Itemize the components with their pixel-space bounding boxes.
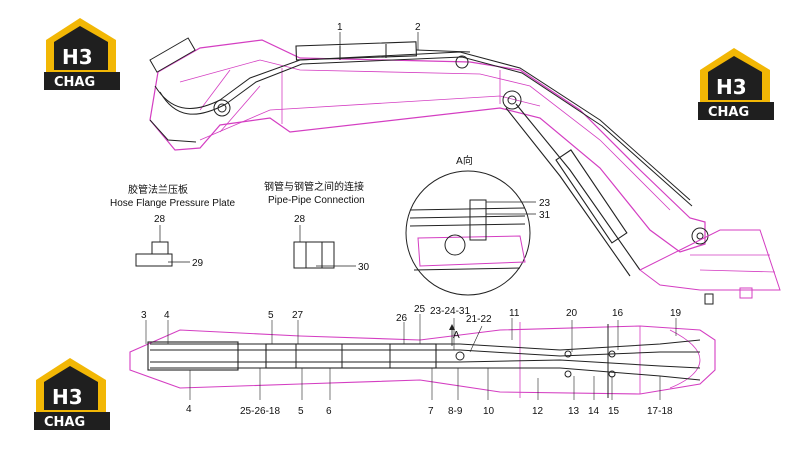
part-15-label: 15: [608, 406, 620, 417]
pipe-pipe-title-cn: 钢管与钢管之间的连接: [264, 180, 364, 193]
part-26-label: 26: [396, 313, 408, 324]
part-12-label: 12: [532, 406, 544, 417]
brand-logo-top-right: H3 CHAG: [698, 48, 774, 120]
part-28-label-a: 28: [154, 214, 166, 225]
brand-logo-top-left: H3 CHAG: [44, 18, 120, 90]
part-29-label: 29: [192, 258, 204, 269]
part-4-label-bottom: 4: [186, 404, 192, 415]
part-17-18-label: 17-18: [647, 406, 673, 417]
part-25-label: 25: [414, 304, 426, 315]
view-a-detail: [405, 170, 536, 296]
part-31-label: 31: [539, 210, 551, 221]
part-3-label: 3: [141, 310, 147, 321]
part-30-label: 30: [358, 262, 370, 273]
arrow-a-label: A: [453, 330, 460, 341]
part-28-label-b: 28: [294, 214, 306, 225]
view-a-label: A向: [456, 154, 473, 167]
part-20-label: 20: [566, 308, 578, 319]
part-21-22-label: 21-22: [466, 314, 492, 325]
part-27-label: 27: [292, 310, 304, 321]
part-23-24-31-label: 23-24-31: [430, 306, 470, 317]
part-23-label: 23: [539, 198, 551, 209]
pipe-pipe-detail: [293, 225, 356, 269]
part-1-label: 1: [337, 22, 343, 33]
svg-text:H3: H3: [52, 385, 83, 409]
part-19-label: 19: [670, 308, 682, 319]
part-6-label: 6: [326, 406, 332, 417]
svg-text:CHAG: CHAG: [708, 105, 749, 120]
hose-flange-detail: [135, 225, 190, 267]
svg-text:H3: H3: [62, 45, 93, 69]
part-11-label: 11: [509, 308, 520, 319]
part-13-label: 13: [568, 406, 580, 417]
hose-flange-title-en: Hose Flange Pressure Plate: [110, 198, 236, 209]
part-5-label-top: 5: [268, 310, 274, 321]
part-7-label: 7: [428, 406, 434, 417]
svg-text:CHAG: CHAG: [44, 415, 85, 430]
hose-flange-title-cn: 胶管法兰压板: [128, 183, 188, 196]
svg-text:H3: H3: [716, 75, 747, 99]
brand-logo-bottom-left: H3 CHAG: [34, 358, 110, 430]
boom-side-view: [149, 32, 781, 305]
part-2-label: 2: [415, 22, 421, 33]
svg-text:CHAG: CHAG: [54, 75, 95, 90]
part-16-label: 16: [612, 308, 624, 319]
pipe-pipe-title-en: Pipe-Pipe Connection: [268, 195, 365, 206]
part-4-label-top: 4: [164, 310, 170, 321]
part-14-label: 14: [588, 406, 600, 417]
part-5-label-bottom: 5: [298, 406, 304, 417]
boom-plan-view: [129, 314, 716, 400]
part-10-label: 10: [483, 406, 495, 417]
part-25-26-18-label: 25-26-18: [240, 406, 280, 417]
part-8-9-label: 8-9: [448, 406, 463, 417]
